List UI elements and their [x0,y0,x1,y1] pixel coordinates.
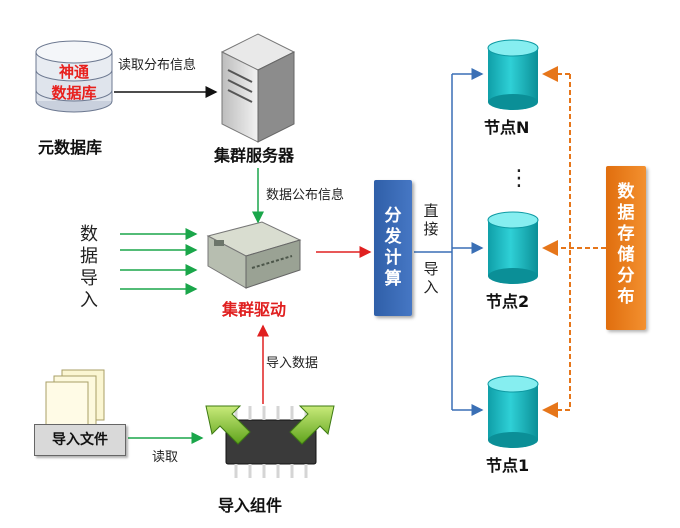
direct-char: 直 [423,202,439,220]
calc-char: 算 [384,269,402,289]
dist-char: 存 [617,224,635,244]
node-2-label: 节点2 [486,292,530,311]
import-char: 入 [423,278,439,296]
node-n-icon [487,39,539,110]
import-component-label: 导入组件 [218,496,283,515]
dist-char: 储 [617,245,635,265]
dist-char: 据 [617,203,635,223]
calc-char: 发 [384,227,402,247]
direct-label: 直 接 [422,202,440,238]
metadb-name-line2: 数据库 [51,84,97,102]
data-import-char: 导 [80,268,98,289]
direct-char: 接 [423,220,439,238]
data-storage-distribution-box: 数 据 存 储 分 布 [606,166,646,330]
data-import-char: 据 [80,246,98,267]
dist-char: 布 [617,287,635,307]
metadb-label: 元数据库 [38,138,103,157]
metadata-database-icon [35,40,113,113]
metadb-name: 神通 数据库 [36,62,112,104]
edge-label-read-dist-info: 读取分布信息 [118,58,197,73]
edge-label-pub-dist-info: 数据公布信息 [266,188,345,203]
node-1-label: 节点1 [486,456,530,475]
dist-char: 数 [617,182,635,202]
calc-char: 分 [384,206,402,226]
nodes-ellipsis: ⋮ [508,166,530,191]
cluster-server-icon [220,33,296,143]
edge-label-import-data: 导入数据 [266,356,319,371]
cluster-driver-icon [206,221,302,289]
import-file-label: 导入文件 [34,424,126,456]
import-component-icon [205,405,335,478]
metadb-name-line1: 神通 [58,63,89,81]
import-file-icon [45,369,105,433]
dist-char: 分 [617,266,635,286]
server-label: 集群服务器 [214,146,295,165]
storage-dashed-lines [542,66,606,418]
data-import-label: 数 据 导 入 [80,224,98,312]
driver-label: 集群驱动 [222,300,287,319]
import-label: 导 入 [422,260,440,296]
distribution-lines [414,68,484,416]
data-import-char: 入 [80,290,98,311]
edge-label-read: 读取 [152,450,179,465]
import-char: 导 [423,260,439,278]
node-1-icon [487,375,539,448]
data-import-char: 数 [80,224,98,245]
calc-char: 计 [384,248,402,268]
node-2-icon [487,211,539,284]
distribute-calc-box: 分 发 计 算 [374,180,412,316]
node-n-label: 节点N [484,118,530,137]
